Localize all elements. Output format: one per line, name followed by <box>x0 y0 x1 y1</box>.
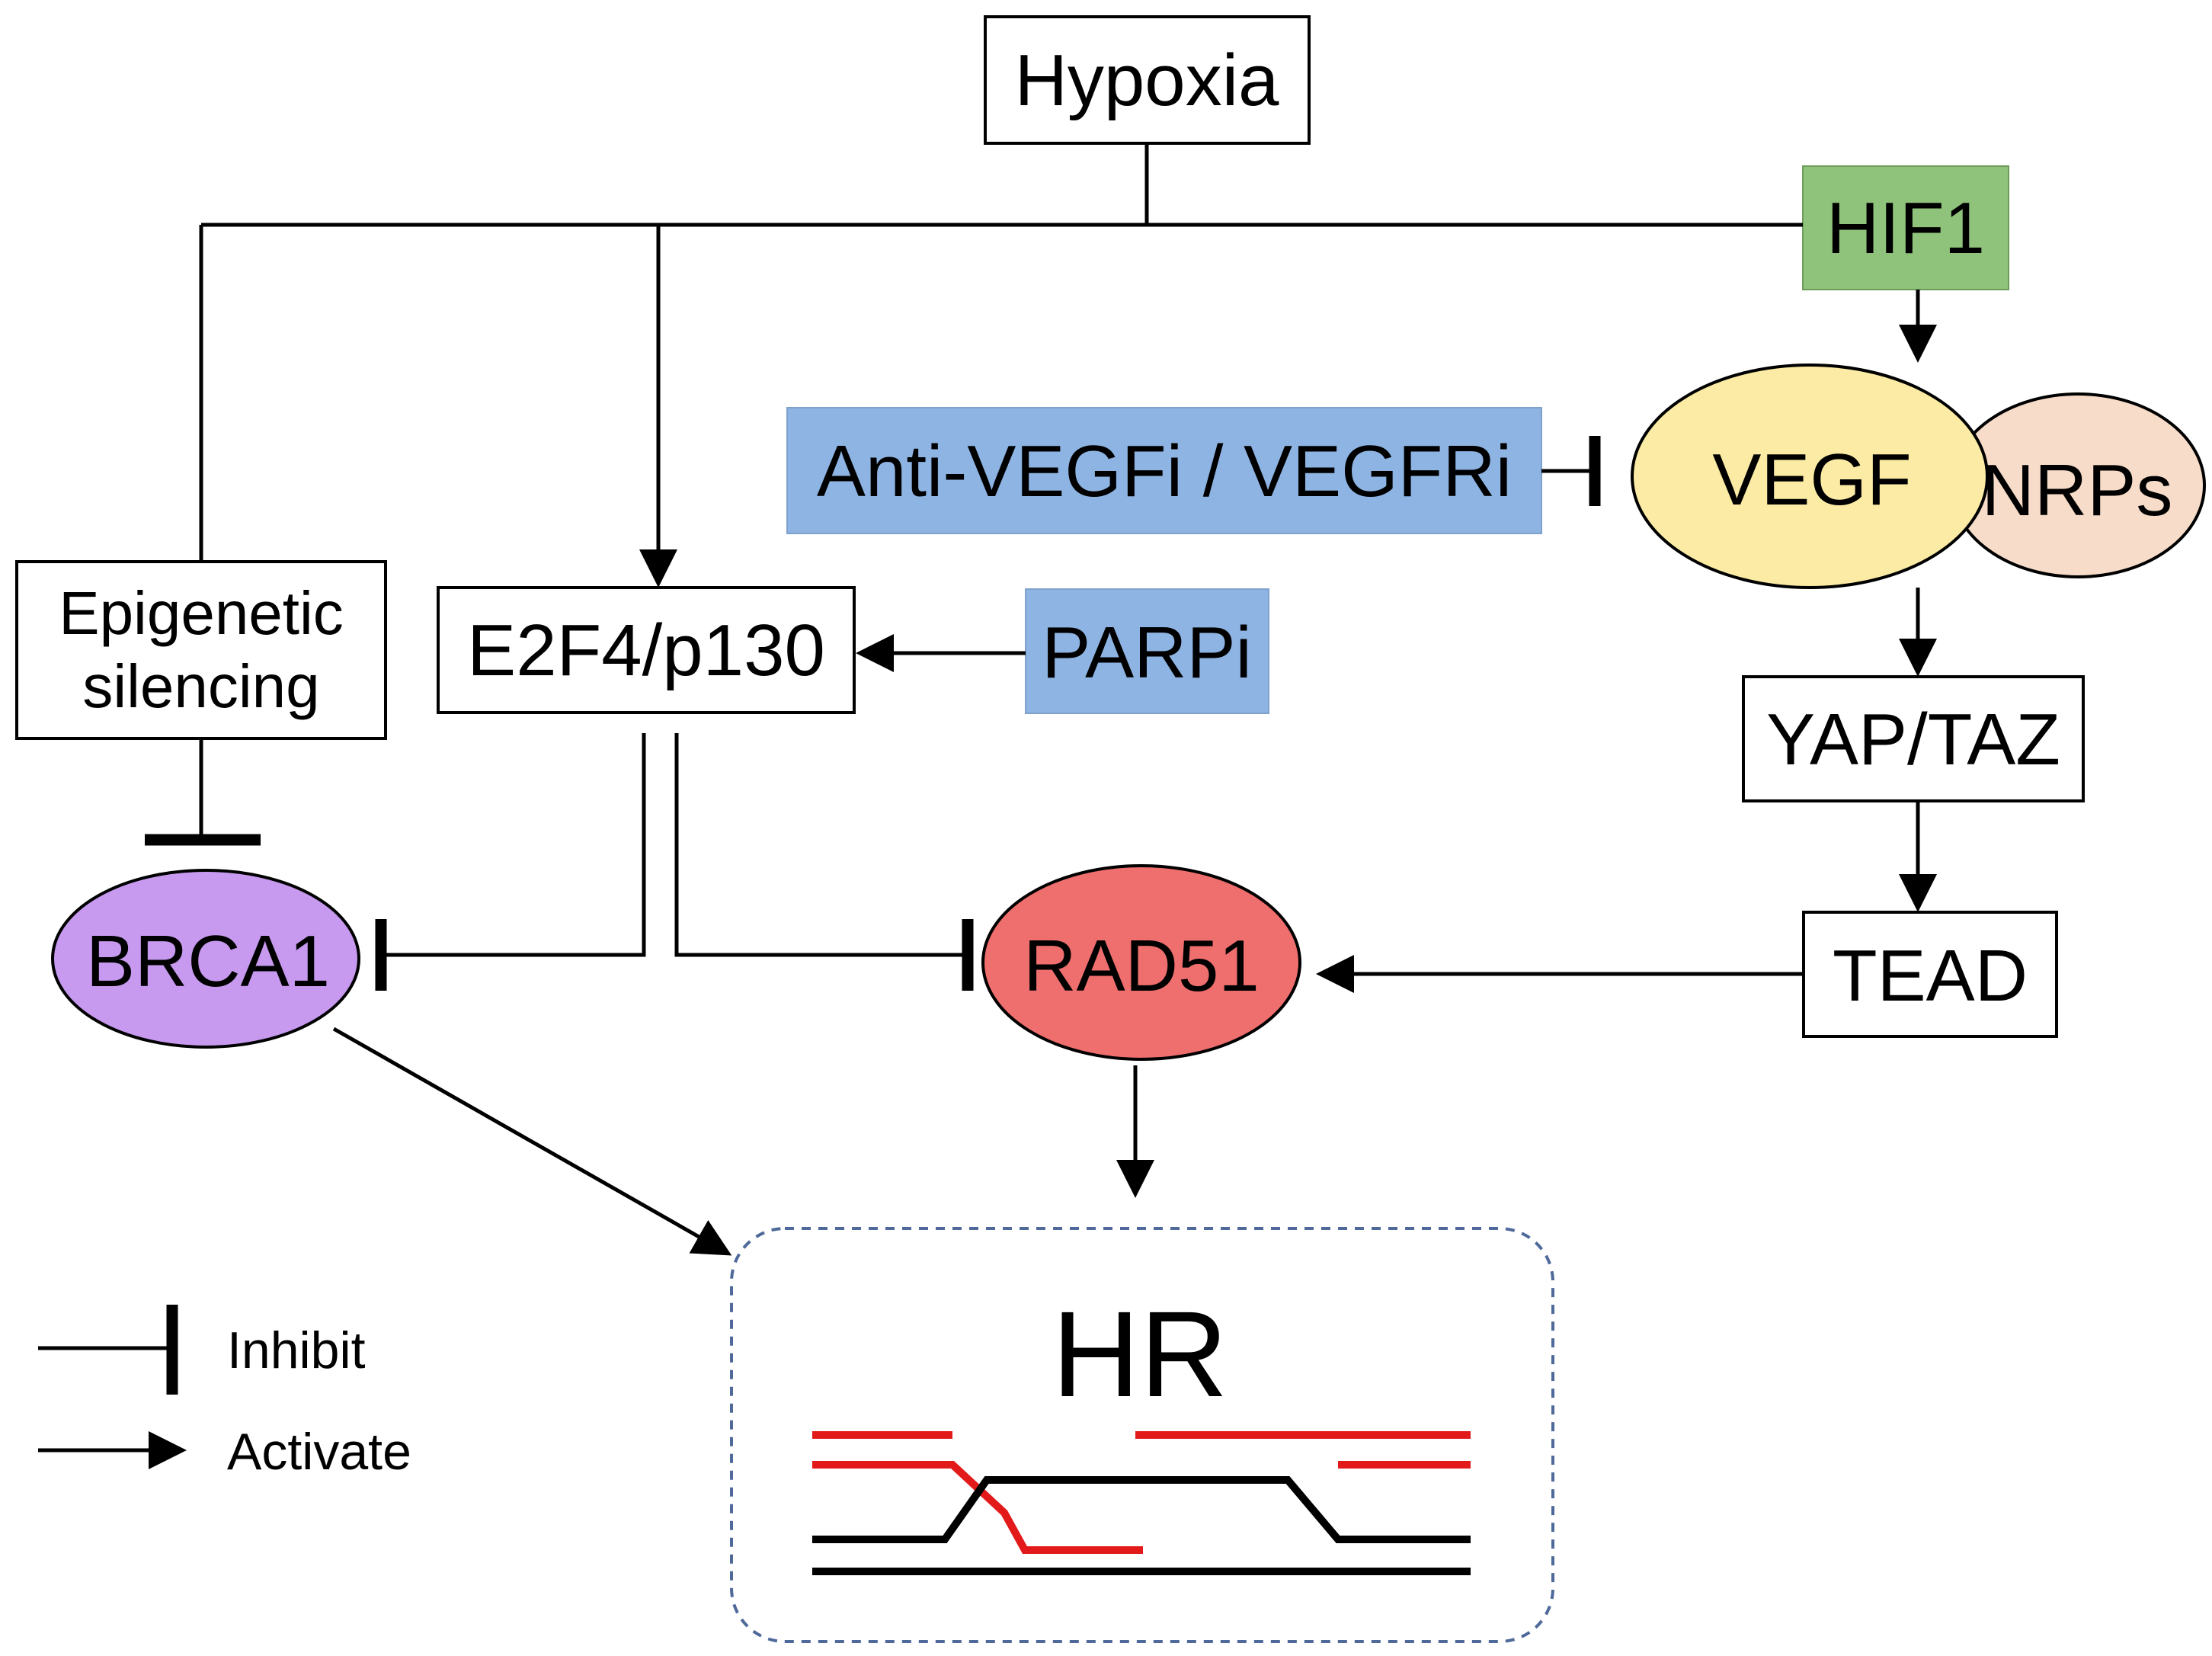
epigenetic-label-line2: silencing <box>82 652 319 720</box>
tead-node: TEAD <box>1802 911 2058 1038</box>
vegf-node: VEGF <box>1631 364 1989 589</box>
yap-taz-node: YAP/TAZ <box>1742 675 2085 802</box>
e2f4-p130-node: E2F4/p130 <box>437 586 856 714</box>
rad51-label: RAD51 <box>1023 925 1259 1007</box>
legend: Inhibit Activate <box>38 1305 411 1481</box>
epigenetic-silencing-node: Epigenetic silencing <box>15 560 387 740</box>
hr-label: HR <box>1052 1286 1228 1422</box>
anti-vegf-node: Anti-VEGFi / VEGFRi <box>786 407 1542 534</box>
dna-recombination-graphic <box>812 1431 1471 1575</box>
brca1-label: BRCA1 <box>86 921 330 1002</box>
hif1-node: HIF1 <box>1802 165 2009 290</box>
edge-e2f4-inhibit-brca1 <box>381 733 646 957</box>
edge-e2f4-inhibit-rad51 <box>674 733 968 957</box>
brca1-node: BRCA1 <box>51 869 360 1049</box>
hypoxia-node: Hypoxia <box>984 15 1311 145</box>
legend-inhibit-label: Inhibit <box>227 1321 366 1379</box>
legend-inhibit: Inhibit <box>38 1305 366 1395</box>
nrps-label: NRPs <box>1982 450 2173 531</box>
rad51-node: RAD51 <box>981 864 1301 1061</box>
e2f4-p130-label: E2F4/p130 <box>467 610 825 691</box>
edge-brca1-to-hr <box>332 1027 732 1256</box>
yap-taz-label: YAP/TAZ <box>1766 699 2060 780</box>
epigenetic-label-line1: Epigenetic <box>59 579 344 647</box>
tead-label: TEAD <box>1833 935 2028 1017</box>
hif1-label: HIF1 <box>1826 187 1985 269</box>
vegf-label: VEGF <box>1712 439 1911 521</box>
hr-node: HR <box>730 1227 1554 1643</box>
legend-activate-label: Activate <box>227 1423 411 1481</box>
hypoxia-label: Hypoxia <box>1015 40 1279 121</box>
anti-vegf-label: Anti-VEGFi / VEGFRi <box>817 431 1512 512</box>
parpi-label: PARPi <box>1042 612 1252 693</box>
parpi-node: PARPi <box>1025 588 1269 714</box>
nrps-node: NRPs <box>1950 392 2206 578</box>
legend-activate: Activate <box>38 1423 411 1481</box>
